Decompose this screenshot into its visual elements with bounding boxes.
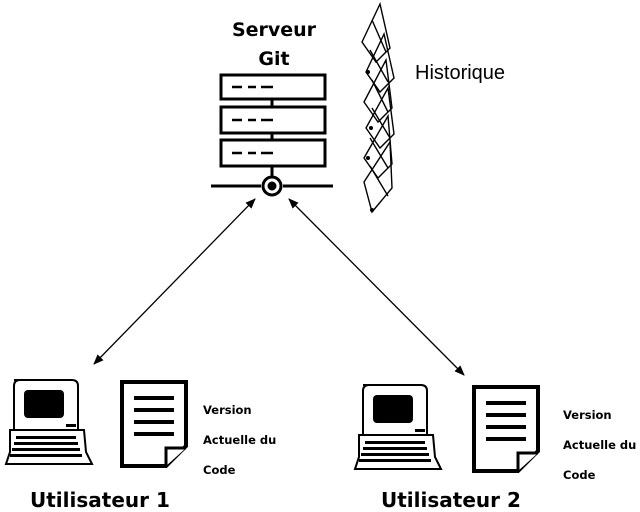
server-title-line-2: Git xyxy=(258,48,290,70)
user-2-label: Utilisateur 2 xyxy=(381,488,521,512)
document-icon xyxy=(472,385,540,473)
document-label-line: Actuelle du xyxy=(203,433,277,447)
document-label-line: Actuelle du xyxy=(563,438,637,452)
document-label-user-2: Version Actuelle du Code xyxy=(563,400,636,490)
computer-terminal-icon xyxy=(4,379,94,465)
document-icon xyxy=(120,380,188,468)
server-rack-icon xyxy=(211,73,333,197)
document-label-user-1: Version Actuelle du Code xyxy=(203,395,276,485)
document-label-line: Version xyxy=(563,408,612,422)
user-1-label: Utilisateur 1 xyxy=(30,488,170,512)
server-title: Serveur Git xyxy=(215,16,333,74)
connection-arrow-user-1 xyxy=(93,198,256,365)
connection-arrow-user-2 xyxy=(288,198,465,376)
stacked-commits-icon xyxy=(361,1,395,214)
computer-terminal-icon xyxy=(353,384,443,470)
document-label-line: Code xyxy=(563,468,596,482)
history-label: Historique xyxy=(415,62,506,84)
document-label-line: Version xyxy=(203,403,252,417)
document-label-line: Code xyxy=(203,463,236,477)
server-title-line-1: Serveur xyxy=(231,19,317,41)
